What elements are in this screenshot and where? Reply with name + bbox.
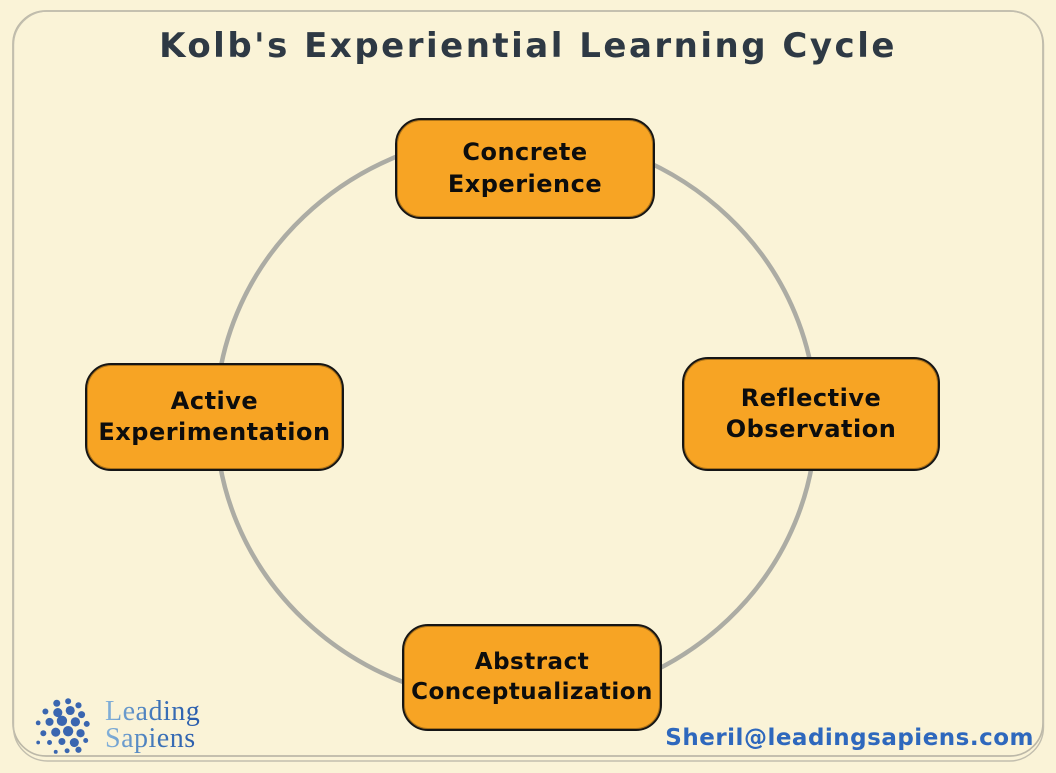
node-active-experimentation: Active Experimentation [85, 363, 344, 471]
leading-sapiens-logo: Leading Sapiens [33, 695, 200, 757]
node-reflective-observation: Reflective Observation [682, 357, 940, 471]
page-title: Kolb's Experiential Learning Cycle [159, 26, 897, 66]
logo-line2: Sapiens [105, 723, 196, 754]
node-label: Abstract Conceptualization [411, 648, 653, 705]
logo-wordmark: Leading Sapiens [105, 699, 200, 752]
node-abstract-conceptualization: Abstract Conceptualization [402, 624, 662, 731]
logo-line1: Leading [105, 696, 201, 728]
author-email: Sheril@leadingsapiens.com [665, 725, 1034, 751]
node-label: Active Experimentation [98, 386, 331, 446]
node-concrete-experience: Concrete Experience [395, 118, 655, 219]
node-label: Concrete Experience [447, 138, 603, 198]
dot-cluster-logo-icon [35, 698, 90, 754]
node-label: Reflective Observation [725, 383, 897, 443]
